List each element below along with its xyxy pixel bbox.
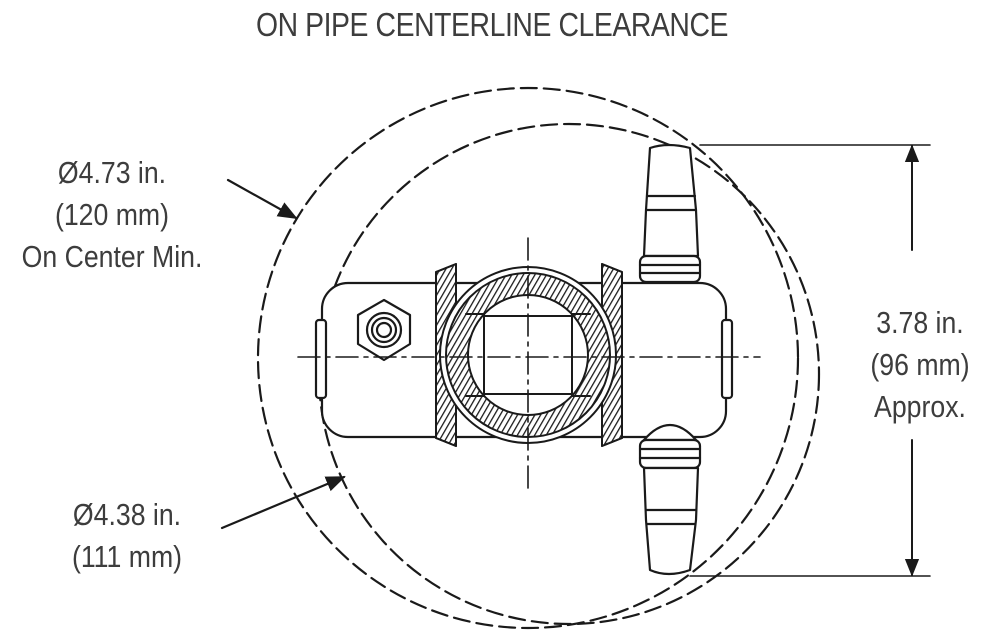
height-dimension — [689, 144, 931, 577]
page-title: ON PIPE CENTERLINE CLEARANCE — [255, 6, 729, 43]
nozzle-icon — [638, 143, 702, 284]
outer-diameter-value: Ø4.73 in. — [57, 155, 167, 190]
inner-diameter-value: Ø4.38 in. — [72, 497, 182, 532]
hex-nut-icon — [356, 298, 412, 362]
outer-diameter-label: Ø4.73 in. (120 mm) On Center Min. — [9, 152, 215, 278]
inner-diameter-metric: (111 mm) — [71, 539, 183, 574]
outer-diameter-note: On Center Min. — [21, 239, 203, 274]
height-value: 3.78 in. — [876, 305, 964, 340]
arrow-icon — [220, 475, 346, 530]
outer-diameter-metric: (120 mm) — [54, 197, 170, 232]
height-label: 3.78 in. (96 mm) Approx. — [851, 302, 984, 428]
height-note: Approx. — [874, 389, 966, 424]
height-metric: (96 mm) — [870, 347, 970, 382]
outer-clearance-circle — [256, 86, 800, 630]
center-lines — [297, 237, 761, 489]
nozzle-icon — [638, 424, 702, 576]
arrow-icon — [226, 178, 298, 220]
inner-diameter-label: Ø4.38 in. (111 mm) — [37, 494, 218, 578]
